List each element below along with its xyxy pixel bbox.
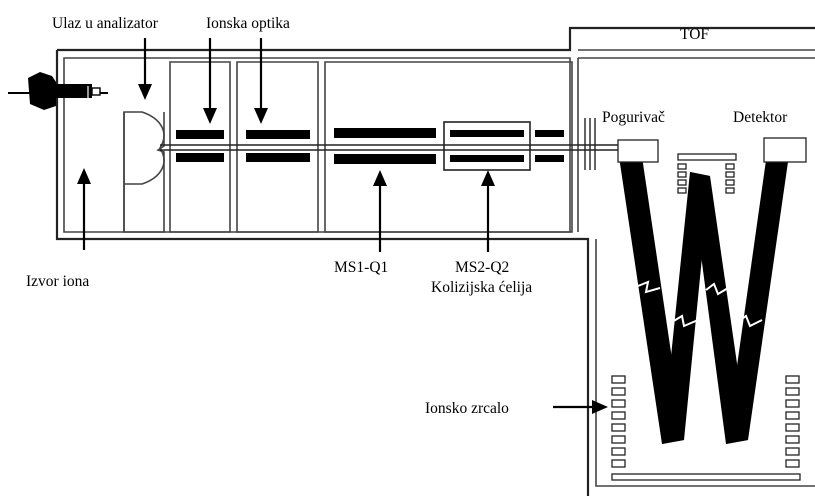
ms1-rod-upper [334,128,436,138]
label-tof: TOF [680,26,709,43]
ion-mirror [611,375,801,481]
ion-optics-rod-upper-2 [246,130,310,139]
label-pusher: Pogurivač [602,109,665,126]
ion-mirror-left-stack [611,375,626,468]
flight-leg-1 [618,150,684,444]
flight-leg-4 [726,146,790,444]
label-ion-mirror: Ionsko zrcalo [425,400,509,417]
ion-mirror-back-plate [611,473,801,481]
arrow-ion-optics-1 [203,38,217,124]
tof-components [617,137,807,194]
label-ms1: MS1-Q1 [334,259,388,276]
arrow-ms1 [373,170,387,252]
ion-optics-rod-lower-1 [176,153,224,162]
rods [176,128,564,164]
ms2-rod-upper [450,130,524,137]
exit-lens-upper [535,130,564,137]
arrow-analyzer-inlet [138,38,152,100]
arrows [77,38,608,414]
label-detector: Detektor [733,109,788,126]
ms1-rod-lower [334,154,436,164]
exit-lens-lower [535,155,564,162]
arrow-ms2 [481,170,495,252]
label-collision-cell: Kolizijska ćelija [431,279,532,296]
ms2-rod-lower [450,155,524,162]
flight-leg-3 [690,172,748,444]
center-lens-stack [677,163,735,194]
transfer-grids [584,118,596,170]
label-ion-optics: Ionska optika [206,15,290,32]
label-analyzer-inlet: Ulaz u analizator [52,15,159,32]
labels: Ulaz u analizator Ionska optika TOF Pogu… [26,15,788,417]
arrow-ion-optics-2 [254,38,268,124]
tof-flight-path [618,146,790,444]
label-ms2: MS2-Q2 [455,259,509,276]
detector-box [763,137,807,163]
ion-beam [160,144,625,151]
arrow-ion-mirror [553,400,608,414]
ion-mirror-right-stack [785,375,800,468]
arrow-ion-source [77,168,91,250]
compartment-walls [123,61,573,233]
flight-leg-2 [662,172,710,444]
pusher-box [617,139,659,163]
ion-source-probe [8,72,108,110]
ion-optics-rod-lower-2 [246,153,310,162]
label-ion-source: Izvor iona [26,273,89,290]
ion-optics-rod-upper-1 [176,130,224,139]
